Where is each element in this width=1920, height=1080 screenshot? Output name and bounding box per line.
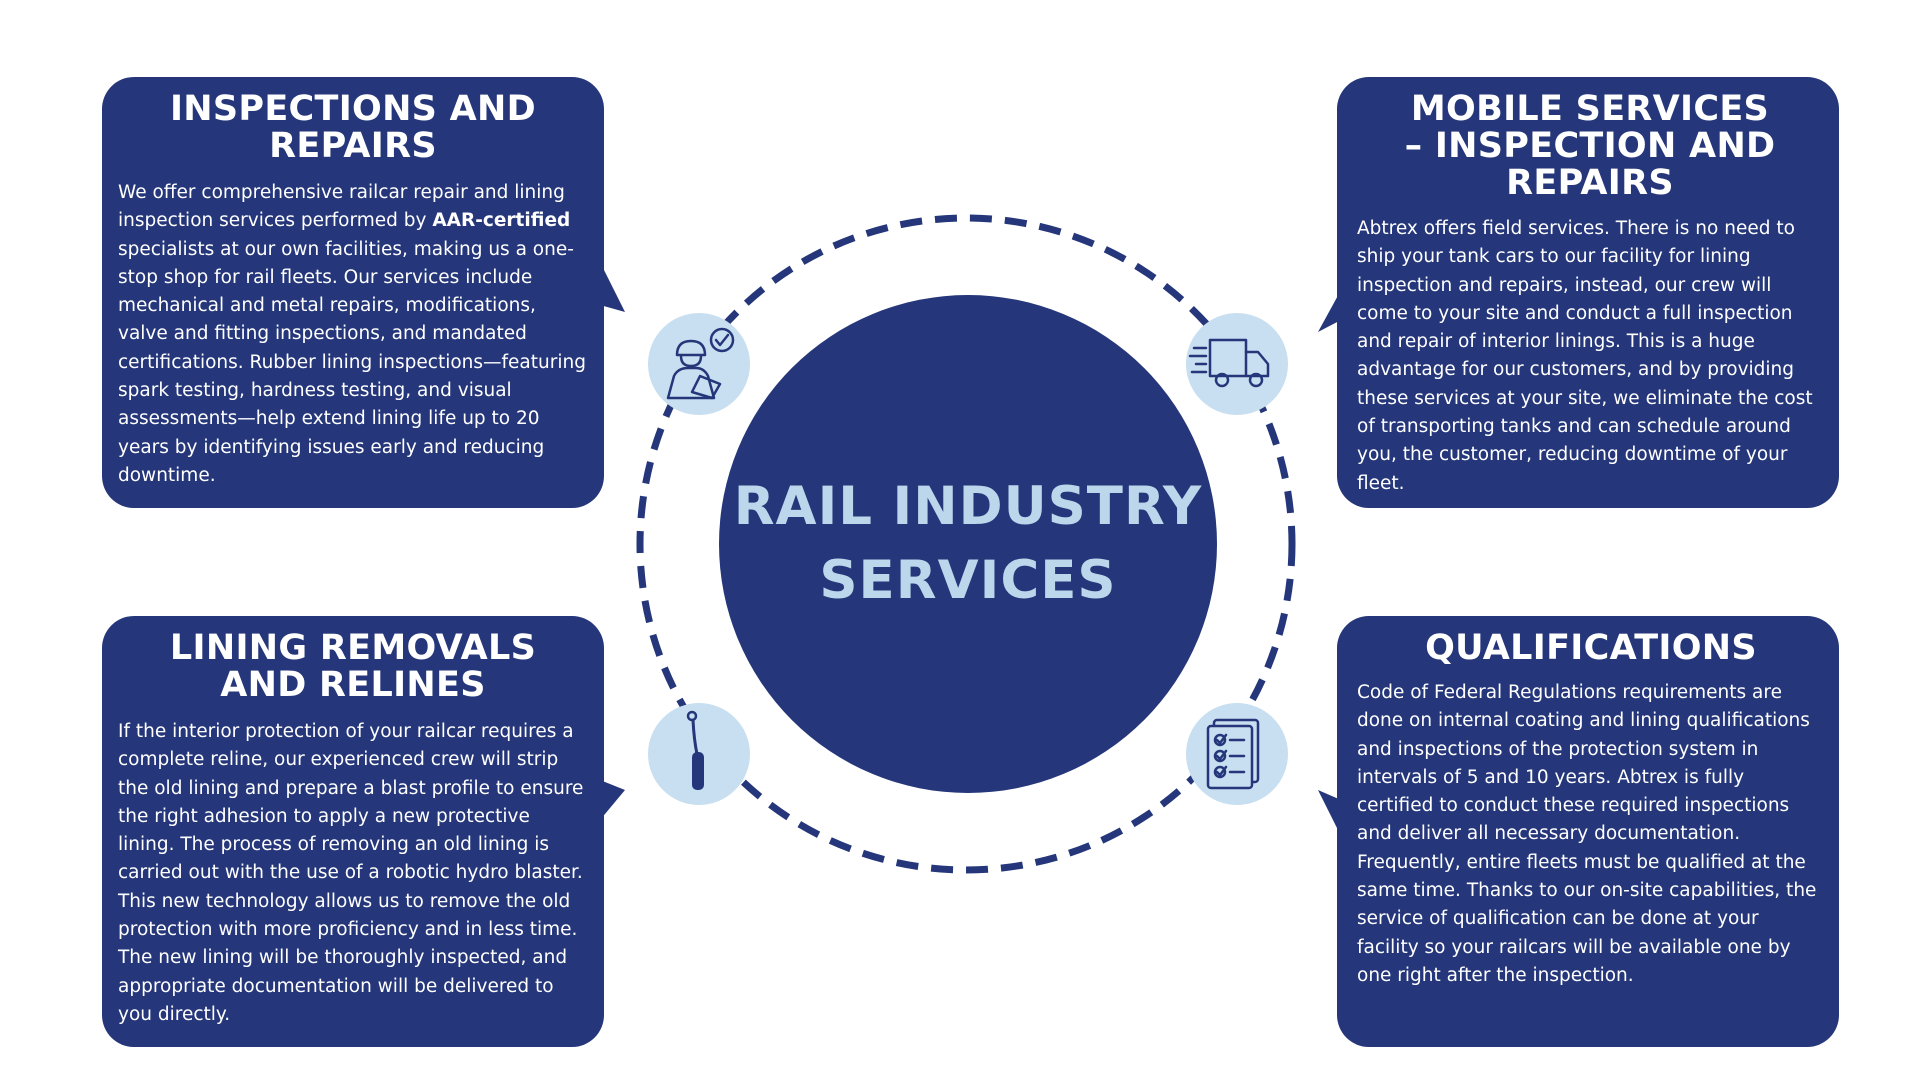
card-body: Abtrex offers field services. There is n… — [1357, 218, 1813, 494]
card-mobile-services: MOBILE SERVICES – INSPECTION AND REPAIRS… — [1337, 77, 1839, 508]
card-body-bold: AAR-certified — [432, 210, 571, 232]
delivery-truck-icon — [1188, 338, 1270, 388]
center-title-line1: RAIL INDUSTRY — [733, 476, 1203, 537]
card-body: We offer comprehensive railcar repair an… — [118, 179, 588, 490]
center-title-line2: SERVICES — [819, 550, 1117, 611]
icon-circle-wand — [648, 703, 750, 805]
checklist-icon — [1206, 718, 1260, 790]
card-body-part2: specialists at our own facilities, makin… — [118, 238, 586, 486]
blaster-wand-icon — [686, 710, 704, 790]
card-title: LINING REMOVALS AND RELINES — [169, 628, 537, 705]
icon-circle-checklist — [1186, 703, 1288, 805]
card-lining-removals-and-relines: LINING REMOVALS AND RELINES If the inter… — [102, 616, 604, 1047]
inspector-icon — [666, 327, 735, 400]
center-title: RAIL INDUSTRY SERVICES — [720, 470, 1216, 618]
icon-circle-inspector — [648, 313, 750, 415]
icon-circle-truck — [1186, 313, 1288, 415]
card-title: MOBILE SERVICES – INSPECTION AND REPAIRS — [1404, 89, 1776, 203]
card-qualifications: QUALIFICATIONS Code of Federal Regulatio… — [1337, 616, 1839, 1047]
card-body-paragraph-2: Frequently, entire fleets must be qualif… — [1357, 851, 1817, 986]
card-title: QUALIFICATIONS — [1425, 628, 1757, 668]
card-body: If the interior protection of your railc… — [118, 721, 584, 1025]
card-title: INSPECTIONS AND REPAIRS — [169, 89, 537, 166]
card-body-paragraph-1: Code of Federal Regulations requirements… — [1357, 682, 1810, 845]
card-inspections-and-repairs: INSPECTIONS AND REPAIRS We offer compreh… — [102, 77, 604, 508]
card-body-part1: We offer comprehensive railcar repair an… — [118, 182, 565, 232]
